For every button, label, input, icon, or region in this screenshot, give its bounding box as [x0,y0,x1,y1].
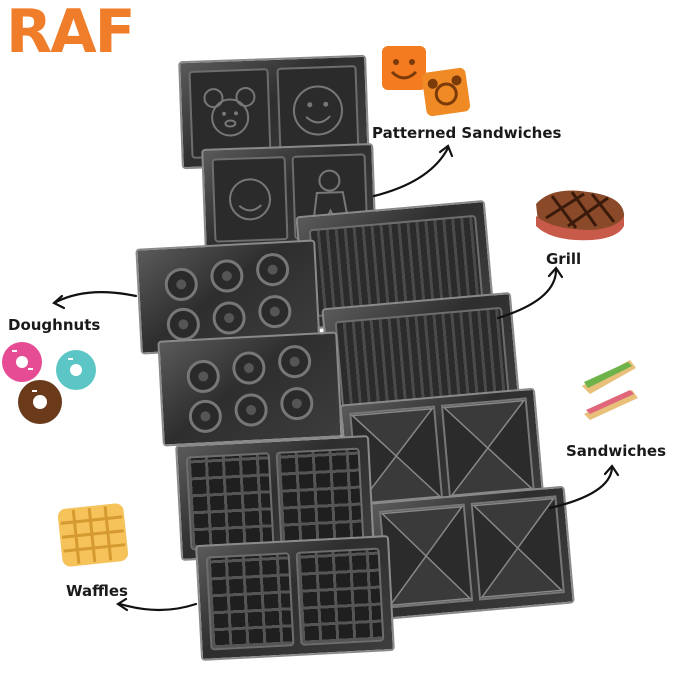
sandwich-icon [582,360,638,420]
smiley-face-icon [292,85,343,136]
smile-side-mold [211,156,289,243]
smiley-side-icon [229,178,272,221]
sandwiches-label: Sandwiches [566,442,667,460]
doughnut-molds [186,345,314,433]
sandwich-plate-bottom [369,485,575,621]
bear-cookie-icon [421,67,471,117]
triangle-molds [349,397,535,507]
brand-logo: RAF [6,0,136,67]
bear-face-icon [203,86,256,137]
sandwich-plate-top [339,387,545,517]
doughnut-plate-bottom [157,331,343,447]
doughnut-molds [164,253,292,341]
grill-label: Grill [546,250,582,268]
donut-icon [2,342,96,424]
patterned-plate-top [178,54,370,170]
steak-icon [536,190,625,241]
waffles-label: Waffles [66,582,128,600]
smile-mold [276,65,360,156]
triangle-molds [378,495,565,609]
doughnut-plate-top [135,239,321,355]
doughnuts-label: Doughnuts [8,316,101,334]
patterned-sandwiches-label: Patterned Sandwiches [372,124,562,142]
bear-mold [188,68,272,159]
smiley-cookie-icon [382,46,471,117]
waffle-icon [57,503,129,567]
